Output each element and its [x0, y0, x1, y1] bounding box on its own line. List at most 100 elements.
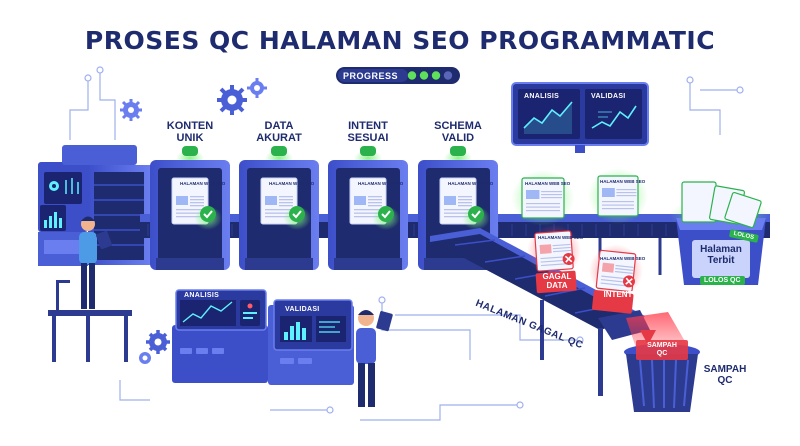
document-title: HALAMAN WEB SEO	[180, 181, 226, 186]
page-title: PROSES QC HALAMAN SEO PROGRAMMATIC	[84, 26, 716, 55]
gate-light	[360, 146, 376, 156]
doc-line	[354, 212, 382, 214]
trash-label: SAMPAH QC	[698, 364, 752, 386]
trash-sign-line: SAMPAH	[647, 342, 677, 349]
lolos-qc-badge-text: LOLOS QC	[700, 276, 745, 285]
doc-line	[616, 189, 637, 191]
check-icon	[200, 206, 216, 222]
qc-gate	[328, 146, 408, 270]
doc-line	[176, 209, 204, 211]
doc-line	[540, 262, 569, 267]
lolos-qc-badge: LOLOS QC	[700, 269, 745, 287]
document-title: HALAMAN WEB SEO	[538, 235, 584, 240]
publish-bin-line: Terbit	[707, 255, 735, 266]
doc-line	[368, 205, 382, 207]
fail-tag-gagal-data: GAGAL DATA	[537, 272, 577, 290]
line-chart-icon	[523, 101, 573, 134]
doc-line	[279, 205, 293, 207]
gate-light	[271, 146, 287, 156]
top-monitor	[511, 82, 649, 153]
fail-tag-intent: INTENT	[603, 290, 633, 299]
doc-line	[600, 282, 629, 287]
doc-line	[552, 243, 571, 247]
doc-line	[458, 196, 472, 198]
doc-image	[265, 196, 277, 205]
gate-label-line: VALID	[441, 132, 475, 144]
doc-line	[458, 202, 472, 204]
bar-chart-icon	[44, 212, 62, 228]
gate-base	[334, 258, 402, 270]
doc-line	[265, 209, 293, 211]
fail-tag-bg	[535, 270, 577, 294]
gate-light	[182, 146, 198, 156]
doc-line	[541, 197, 563, 199]
doc-line	[526, 206, 560, 208]
gear-icon	[120, 99, 142, 121]
gear-icon	[139, 352, 151, 364]
gate-label-data-akurat: DATA AKURAT	[239, 120, 319, 144]
bar-chart-icon	[284, 322, 306, 340]
fail-tag-line: DATA	[546, 281, 568, 290]
gate-label-intent-sesuai: INTENT SESUAI	[328, 120, 408, 144]
document-title: HALAMAN WEB SEO	[525, 181, 571, 186]
check-icon	[378, 206, 394, 222]
doc-line	[176, 212, 204, 214]
entry-machine	[38, 145, 150, 266]
tablet-icon	[376, 311, 393, 332]
doc-line	[615, 267, 634, 271]
check-icon	[468, 206, 484, 222]
top-monitor-right-label: VALIDASI	[591, 93, 626, 100]
doc-line	[540, 256, 569, 260]
gate-label-line: SESUAI	[347, 132, 389, 144]
operator-person-right	[356, 310, 393, 407]
progress-dot	[443, 71, 453, 80]
gate-label-line: AKURAT	[256, 132, 302, 144]
documents	[511, 168, 648, 314]
operator-platform	[48, 280, 132, 362]
doc-line	[541, 191, 563, 193]
doc-line	[279, 199, 293, 201]
progress-label: PROGRESS	[343, 71, 399, 81]
document-title: HALAMAN WEB SEO	[600, 256, 646, 261]
progress-dot	[407, 71, 417, 80]
doc-line	[526, 203, 560, 205]
doc-line	[190, 196, 204, 198]
trash-sign-line: QC	[656, 350, 668, 357]
trash-label-line: QC	[717, 375, 733, 386]
gear-icon	[49, 181, 59, 191]
document-title: HALAMAN WEB SEO	[358, 181, 404, 186]
publish-bin	[670, 181, 770, 285]
line-chart-icon	[591, 105, 637, 129]
gate-label-line: KONTEN	[166, 120, 214, 132]
belt-document	[527, 224, 581, 294]
trash-bin	[624, 340, 700, 412]
gate-label-line: UNIK	[176, 132, 204, 144]
doc-line	[354, 216, 382, 218]
doc-line	[616, 192, 637, 194]
doc-line	[190, 205, 204, 207]
gate-label-schema-valid: SCHEMA VALID	[418, 120, 498, 144]
doc-line	[541, 194, 563, 196]
doc-line	[176, 216, 204, 218]
qc-gate	[150, 146, 230, 270]
progress-dot	[431, 71, 441, 80]
doc-line	[601, 275, 630, 280]
doc-image	[354, 196, 366, 205]
doc-icon	[681, 181, 762, 229]
gate-label-line: DATA	[264, 120, 294, 132]
gate-label-line: SCHEMA	[434, 120, 482, 132]
doc-image	[602, 188, 615, 197]
doc-line	[552, 246, 571, 250]
doc-line	[190, 199, 204, 201]
doc-line	[368, 202, 382, 204]
progress-dot	[419, 71, 429, 80]
qc-gate	[239, 146, 319, 270]
top-monitor-left-label: ANALISIS	[524, 93, 560, 100]
operator-person-left	[79, 216, 112, 309]
doc-line	[458, 205, 472, 207]
doc-line	[602, 204, 634, 206]
console-right-label: VALIDASI	[285, 306, 320, 313]
doc-image	[176, 196, 188, 205]
